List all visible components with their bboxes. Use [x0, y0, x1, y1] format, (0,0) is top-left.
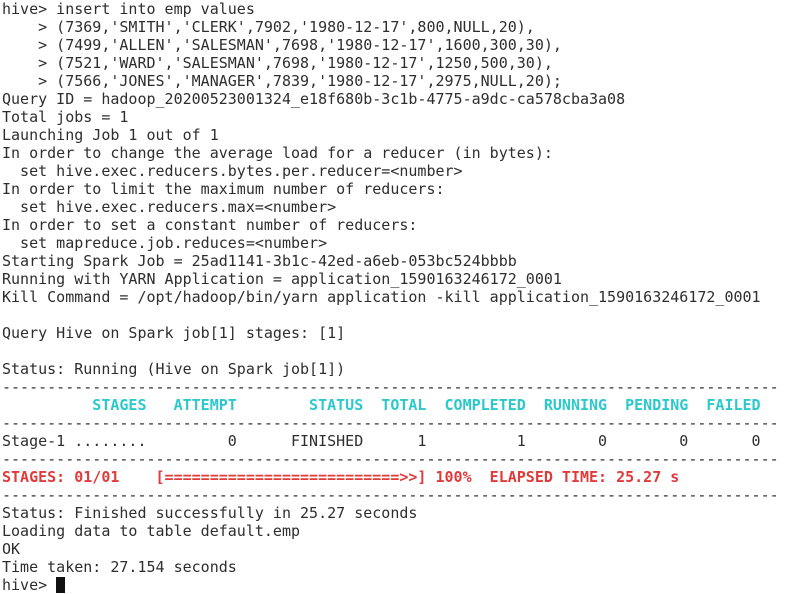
output-line: Query ID = hadoop_20200523001324_e18f680…	[2, 90, 626, 108]
prompt-line[interactable]: hive>	[2, 576, 789, 594]
separator-line: ----------------------------------------…	[2, 486, 779, 504]
output-line: Status: Running (Hive on Spark job[1])	[2, 360, 346, 378]
output-line: set hive.exec.reducers.bytes.per.reducer…	[2, 162, 463, 180]
output-line: Time taken: 27.154 seconds	[2, 558, 237, 576]
output-line: In order to set a constant number of red…	[2, 216, 418, 234]
progress-line: STAGES: 01/01 [=========================…	[2, 468, 680, 486]
output-line: Status: Finished successfully in 25.27 s…	[2, 504, 418, 522]
output-line: Kill Command = /opt/hadoop/bin/yarn appl…	[2, 288, 761, 306]
stages-table-header: STAGES ATTEMPT STATUS TOTAL COMPLETED RU…	[2, 396, 761, 414]
output-line: set hive.exec.reducers.max=<number>	[2, 198, 337, 216]
separator-line: ----------------------------------------…	[2, 378, 779, 396]
output-line: Launching Job 1 out of 1	[2, 126, 219, 144]
separator-line: ----------------------------------------…	[2, 414, 779, 432]
stage-row: Stage-1 ........ 0 FINISHED 1 1 0 0 0	[2, 432, 761, 450]
separator-line: ----------------------------------------…	[2, 450, 779, 468]
output-line: Total jobs = 1	[2, 108, 129, 126]
output-line: > (7521,'WARD','SALESMAN',7698,'1980-12-…	[2, 54, 553, 72]
blank-line	[2, 306, 789, 324]
prompt-text: hive>	[2, 576, 57, 594]
cursor[interactable]	[56, 577, 66, 593]
output-line: set mapreduce.job.reduces=<number>	[2, 234, 328, 252]
output-line: > (7499,'ALLEN','SALESMAN',7698,'1980-12…	[2, 36, 562, 54]
output-line: > (7369,'SMITH','CLERK',7902,'1980-12-17…	[2, 18, 535, 36]
blank-line	[2, 342, 789, 360]
output-line: hive> insert into emp values	[2, 0, 255, 18]
output-line: Running with YARN Application = applicat…	[2, 270, 562, 288]
output-line: In order to limit the maximum number of …	[2, 180, 445, 198]
output-line: Loading data to table default.emp	[2, 522, 301, 540]
output-line: In order to change the average load for …	[2, 144, 553, 162]
output-line: > (7566,'JONES','MANAGER',7839,'1980-12-…	[2, 72, 562, 90]
output-line: OK	[2, 540, 21, 558]
output-line: Query Hive on Spark job[1] stages: [1]	[2, 324, 346, 342]
output-line: Starting Spark Job = 25ad1141-3b1c-42ed-…	[2, 252, 517, 270]
